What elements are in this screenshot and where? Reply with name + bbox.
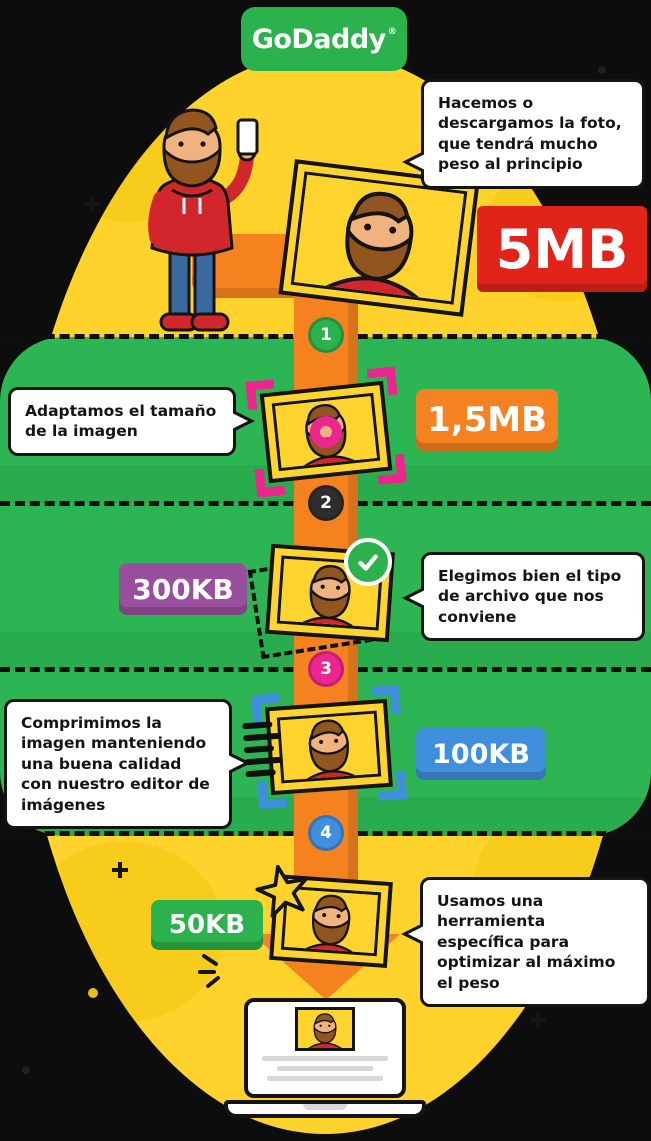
step4-speech-bubble: Usamos una herramienta específica para o… — [401, 877, 650, 1008]
man-photo-icon — [290, 171, 468, 305]
file-size-badge-step3: 100KB — [416, 728, 546, 780]
file-size-label: 300KB — [132, 572, 234, 606]
step-marker-3: 3 — [308, 651, 344, 687]
man-with-phone-illustration — [148, 108, 259, 332]
file-size-badge-step1: 1,5MB — [416, 389, 558, 451]
step-number: 3 — [320, 659, 332, 679]
step-marker-1: 1 — [308, 317, 344, 353]
godaddy-logo-text: GoDaddy — [251, 23, 387, 55]
plus-decoration-icon — [112, 862, 128, 878]
star-icon — [255, 864, 308, 918]
compression-lines-icon — [242, 715, 285, 783]
dot-decoration — [88, 988, 98, 998]
file-size-badge-step2: 300KB — [119, 563, 247, 615]
intro-bubble-text: Hacemos o descargamos la foto, que tendr… — [438, 94, 622, 174]
file-size-label: 50KB — [168, 910, 246, 940]
godaddy-logo: GoDaddy® — [241, 7, 407, 71]
webpage-text-line — [261, 1056, 389, 1061]
step-number: 2 — [320, 493, 332, 513]
phone-icon — [236, 118, 259, 156]
step2-speech-bubble: Elegimos bien el tipo de archivo que nos… — [402, 552, 645, 642]
step3-photo — [251, 684, 407, 810]
step-number: 4 — [320, 823, 332, 843]
file-size-badge-5mb: 5MB — [477, 206, 647, 292]
check-circle-icon — [344, 538, 392, 586]
man-photo-icon — [276, 710, 382, 784]
trademark-symbol: ® — [387, 27, 397, 37]
sparkle-icon — [198, 954, 220, 988]
step3-bubble-text: Comprimimos la imagen manteniendo una bu… — [21, 714, 210, 814]
published-photo-icon — [295, 1007, 355, 1051]
webpage-text-line — [267, 1076, 383, 1081]
file-size-label: 1,5MB — [427, 400, 547, 440]
laptop-notch — [303, 1104, 347, 1110]
file-size-label: 100KB — [432, 738, 530, 770]
file-size-label: 5MB — [495, 217, 629, 281]
plus-decoration-icon — [84, 196, 100, 212]
compress-bracket-icon — [376, 770, 407, 801]
webpage-text-line — [276, 1066, 374, 1071]
step-number: 1 — [320, 325, 332, 345]
laptop-screen — [244, 998, 406, 1098]
step1-speech-bubble: Adaptamos el tamaño de la imagen — [8, 387, 255, 456]
intro-speech-bubble: Hacemos o descargamos la foto, que tendr… — [402, 79, 645, 189]
step2-bubble-text: Elegimos bien el tipo de archivo que nos… — [438, 567, 622, 626]
file-size-badge-step4: 50KB — [151, 900, 263, 950]
crop-mark-icon — [254, 466, 286, 498]
laptop-base — [224, 1100, 426, 1118]
step-marker-2: 2 — [308, 485, 344, 521]
step3-speech-bubble: Comprimimos la imagen manteniendo una bu… — [4, 699, 251, 830]
background-dot — [598, 66, 606, 74]
check-icon — [358, 554, 378, 571]
step-marker-4: 4 — [308, 815, 344, 851]
background-dot — [22, 1066, 30, 1074]
plus-decoration-icon — [530, 1012, 546, 1028]
compress-bracket-icon — [370, 684, 401, 715]
crop-mark-icon — [245, 379, 277, 411]
crop-mark-icon — [375, 453, 407, 485]
step1-bubble-text: Adaptamos el tamaño de la imagen — [25, 402, 217, 441]
step4-bubble-text: Usamos una herramienta específica para o… — [437, 892, 616, 992]
step1-photo — [245, 366, 407, 498]
compress-bracket-icon — [257, 779, 288, 810]
crop-mark-icon — [366, 366, 398, 398]
